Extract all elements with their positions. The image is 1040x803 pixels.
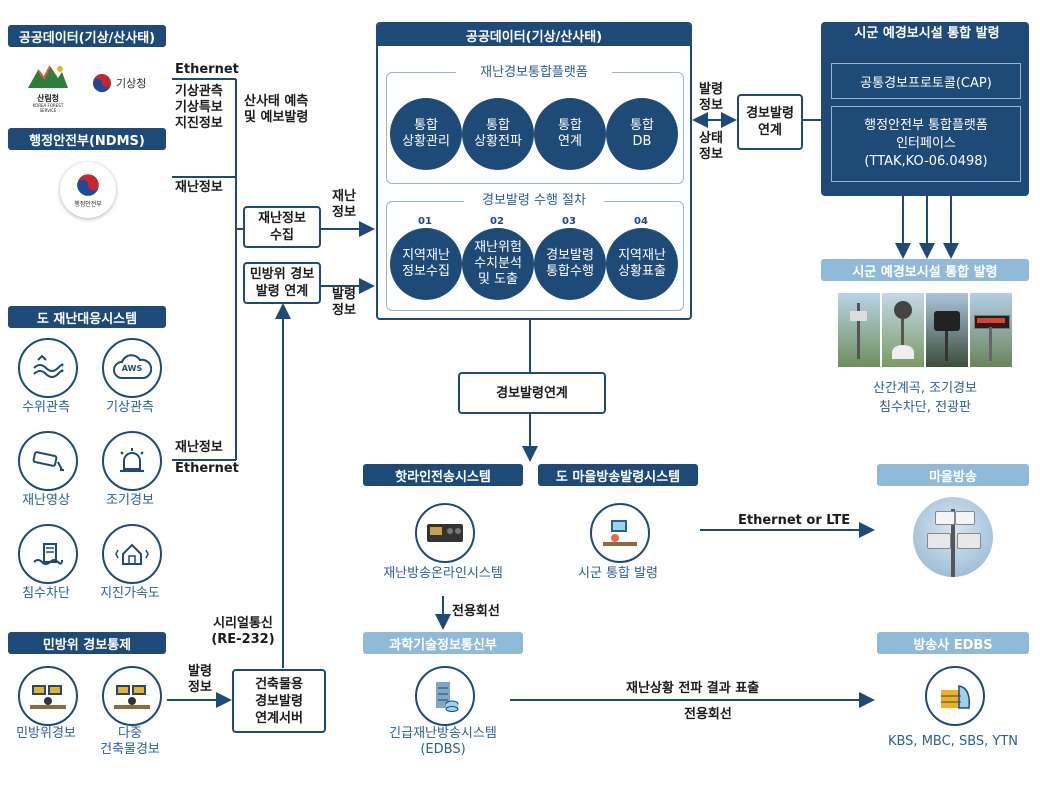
disaster-system-header: 도 재난대응시스템 <box>8 306 166 328</box>
edbs-caption: 긴급재난방송시스템 (EDBS) <box>389 726 497 757</box>
hotline-caption: 재난방송온라인시스템 <box>383 566 503 581</box>
alert-link-box: 경보발령 연계 <box>737 94 803 150</box>
proc-item-analysis: 재난위험 수치분석 및 도출 <box>462 228 534 300</box>
kma-logo: 기상청 <box>92 72 162 94</box>
platform-item-db: 통합 DB <box>606 98 678 170</box>
platform-item-situation-mgmt: 통합 상황관리 <box>390 98 462 170</box>
mois-logo-text: 행정안전부 <box>74 200 102 208</box>
center-header: 공공데이터(기상/산사태) <box>378 24 690 46</box>
label-disaster-info-top: 재난정보 <box>175 180 223 195</box>
village-operator-icon <box>590 503 650 563</box>
kma-logo-text: 기상청 <box>116 77 147 90</box>
mois-logo: 행정안전부 <box>60 162 116 218</box>
civil-alert-link-box: 민방위 경보 발령 연계 <box>243 262 321 304</box>
facility-photo-signboard <box>970 293 1012 367</box>
civil-item-multi-building: 다중 건축물경보 <box>100 726 160 757</box>
label-disaster-info-mid: 재난 정보 <box>332 189 356 220</box>
edbs-broadcaster-header: 방송사 EDBS <box>877 632 1029 654</box>
forest-service-logo: 산림청 KOREA FOREST SERVICE <box>26 62 70 113</box>
cctv-icon <box>18 431 78 491</box>
label-ethernet-lte: Ethernet or LTE <box>738 513 851 528</box>
facility-caption: 산간계곡, 조기경보 침수차단, 전광판 <box>873 381 977 415</box>
cap-protocol-box: 공통경보프로토콜(CAP) <box>831 63 1021 99</box>
hotline-header: 핫라인전송시스템 <box>363 464 523 486</box>
forest-logo-subtext: KOREA FOREST SERVICE <box>32 103 64 113</box>
platform-title: 재난경보통합플랫폼 <box>456 65 612 81</box>
aws-badge: AWS <box>121 364 143 373</box>
proc-num-4: 04 <box>634 216 648 227</box>
water-level-icon <box>18 338 78 398</box>
platform-item-integration: 통합 연계 <box>534 98 606 170</box>
icon-label-water-level: 수위관측 <box>22 400 70 415</box>
broadcasters-caption: KBS, MBC, SBS, YTN <box>887 734 1019 749</box>
icon-label-flood-block: 침수차단 <box>22 586 70 601</box>
weather-header: 공공데이터(기상/산사태) <box>8 25 166 47</box>
label-alert-info-bottom: 발령 정보 <box>188 664 212 695</box>
ttak-interface-box: 행정안전부 통합플랫폼 인터페이스 (TTAK,KO-06.0498) <box>831 106 1021 182</box>
icon-label-seismic: 지진가속도 <box>100 586 160 601</box>
hotline-device-icon <box>415 503 475 563</box>
label-issue-info: 발령 정보 <box>699 82 723 113</box>
proc-item-collect: 지역재난 정보수집 <box>390 228 462 300</box>
proc-num-1: 01 <box>418 216 432 227</box>
platform-item-situation-spread: 통합 상황전파 <box>462 98 534 170</box>
label-landslide: 산사태 예측 및 예보발령 <box>244 94 309 125</box>
facility-header: 시군 예경보시설 통합 발령 <box>821 259 1029 281</box>
ndms-header: 행정안전부(NDMS) <box>8 128 166 150</box>
facility-photo-valley <box>838 293 880 367</box>
right-header: 시군 예경보시설 통합 발령 <box>854 26 1000 41</box>
label-ethernet-top: Ethernet <box>175 62 239 77</box>
procedure-title: 경보발령 수행 절차 <box>464 193 604 209</box>
aws-cloud-icon: AWS <box>102 338 162 398</box>
village-system-caption: 시군 통합 발령 <box>577 566 659 581</box>
disaster-info-collect-box: 재난정보 수집 <box>243 206 321 248</box>
civil-item-civil-alert: 민방위경보 <box>16 726 76 741</box>
proc-item-display: 지역재난 상황표출 <box>606 228 678 300</box>
facility-photo-warning <box>882 293 924 367</box>
label-serial: 시리얼통신 (RE-232) <box>211 616 275 647</box>
village-system-header: 도 마을방송발령시스템 <box>538 464 698 486</box>
label-status-info: 상태 정보 <box>699 131 723 162</box>
forest-logo-text: 산림청 <box>36 94 60 103</box>
broadcaster-building-icon <box>925 666 985 726</box>
icon-label-weather-obs: 기상관측 <box>106 400 154 415</box>
right-panel <box>821 22 1029 196</box>
flood-barrier-icon <box>18 524 78 584</box>
proc-num-2: 02 <box>490 216 504 227</box>
civil-defense-header: 민방위 경보통제 <box>8 632 166 654</box>
proc-num-3: 03 <box>562 216 576 227</box>
loudspeaker-photo <box>913 497 993 577</box>
building-operator-icon <box>102 666 162 726</box>
label-alert-info: 발령 정보 <box>332 287 356 318</box>
civil-operator-icon <box>18 666 78 726</box>
msit-header: 과학기술정보통신부 <box>363 632 523 654</box>
proc-item-execute: 경보발령 통합수행 <box>534 228 606 300</box>
icon-label-early-warning: 조기경보 <box>106 493 154 508</box>
label-disaster-info-bottom: 재난정보 <box>175 440 223 455</box>
icon-label-disaster-video: 재난영상 <box>22 493 70 508</box>
facility-photo-barrier <box>926 293 968 367</box>
siren-icon <box>102 431 162 491</box>
alert-link-main-box: 경보발령연계 <box>458 372 606 414</box>
building-alert-server-box: 건축물용 경보발령 연계서버 <box>232 669 326 733</box>
label-ethernet-bottom: Ethernet <box>175 461 239 476</box>
label-weather-info: 기상관측 기상특보 지진정보 <box>175 84 223 131</box>
label-dedicated-line-2: 전용회선 <box>684 707 732 722</box>
label-dedicated-line: 전용회선 <box>452 604 500 619</box>
edbs-server-icon <box>415 666 475 726</box>
label-broadcast-result: 재난상황 전파 결과 표출 <box>626 681 760 696</box>
earthquake-house-icon <box>102 524 162 584</box>
village-broadcast-header: 마을방송 <box>877 464 1029 486</box>
